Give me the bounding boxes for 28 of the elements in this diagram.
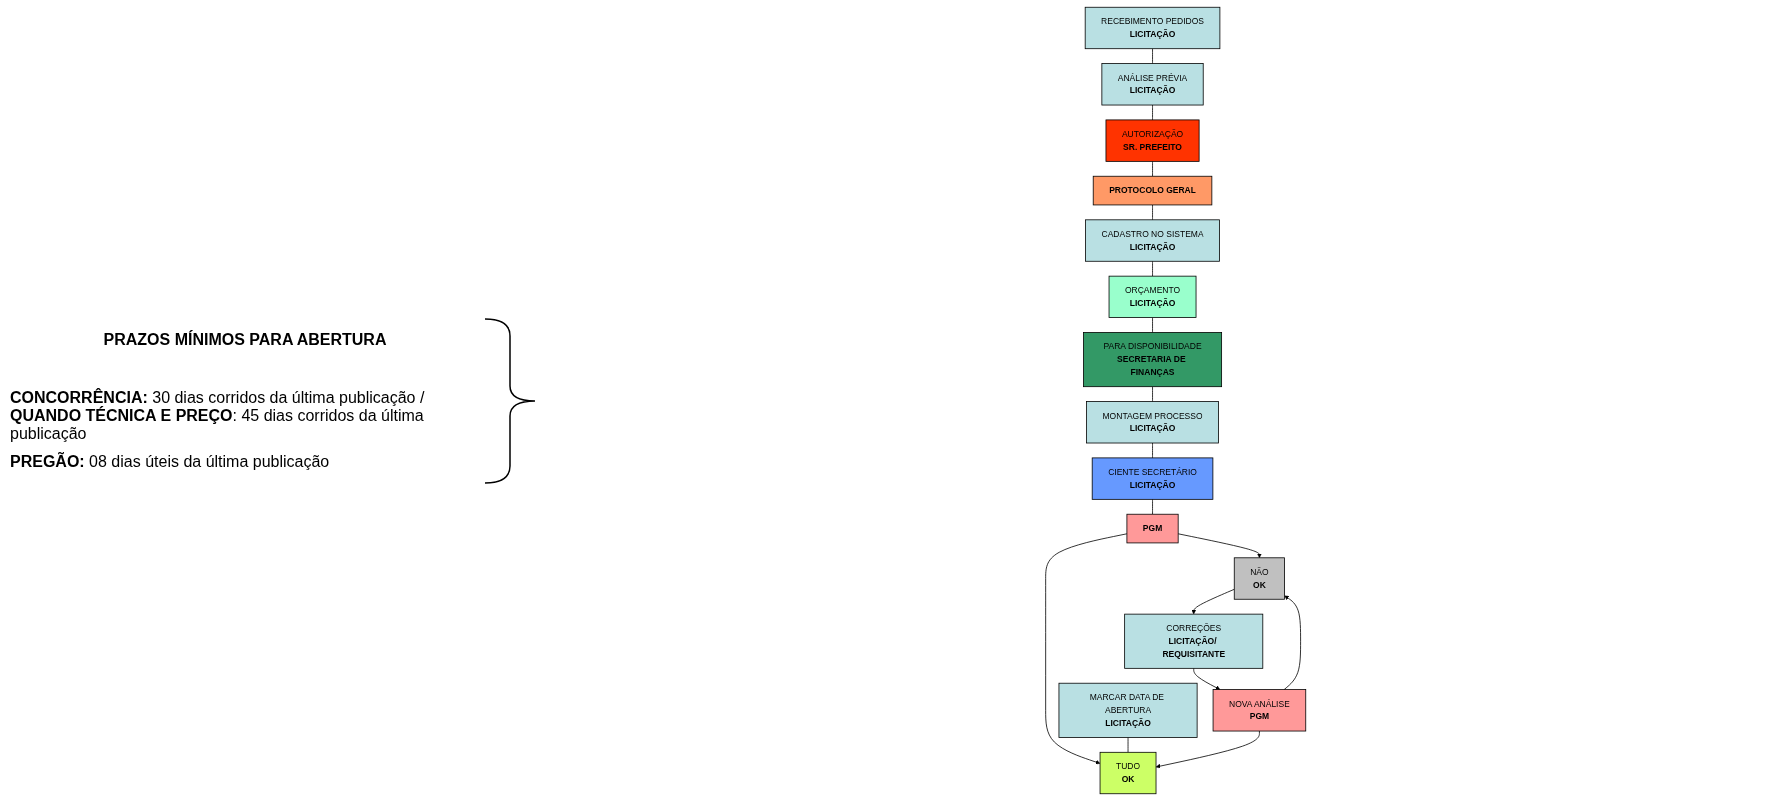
node-box: ANÁLISE PRÉVIA LICITAÇÃO: [1101, 63, 1204, 106]
node-box: PROTOCOLO GERAL: [1093, 175, 1213, 206]
connector: [1152, 204, 1154, 221]
connector: [1152, 386, 1154, 402]
note-heading: PRAZOS MÍNIMOS PARA ABERTURA: [102, 330, 388, 349]
connector: [1152, 260, 1154, 277]
connector: [1152, 104, 1154, 121]
note-text: CONCORRÊNCIA: 30 dias corridos da última publicação / QUANDO TÉCNICA E PREÇO: 45 dias corridos da última publicação: [10, 388, 426, 443]
node-box: NOVA ANÁLISE PGM: [1212, 689, 1307, 732]
connector: [1152, 442, 1154, 459]
node-box: PGM: [1126, 513, 1179, 544]
node-box: MARCAR DATA DE ABERTURA LICITAÇÃO: [1058, 682, 1198, 738]
node-box: NÃO OK: [1234, 557, 1286, 600]
connector: [1152, 498, 1154, 515]
node-box: CADASTRO NO SISTEMA LICITAÇÃO: [1085, 219, 1221, 262]
connector: [1127, 737, 1129, 753]
node-box: MONTAGEM PROCESSO LICITAÇÃO: [1086, 401, 1220, 444]
node-box: ORÇAMENTO LICITAÇÃO: [1108, 275, 1197, 318]
connector: [1152, 317, 1154, 333]
node-box: CORREÇÕES LICITAÇÃO/ REQUISITANTE: [1124, 613, 1264, 669]
connector: [1152, 48, 1154, 64]
node-box: PARA DISPONIBILIDADE SECRETARIA DE FINANÇAS: [1083, 332, 1223, 388]
note-text: PREGÃO: 08 dias úteis da última publicação: [10, 452, 331, 471]
connector: [1152, 160, 1154, 177]
node-box: RECEBIMENTO PEDIDOS LICITAÇÃO: [1085, 6, 1221, 50]
node-box: TUDO OK: [1099, 751, 1157, 795]
node-box: CIENTE SECRETÁRIO LICITAÇÃO: [1092, 457, 1214, 500]
node-box: AUTORIZAÇÃO SR. PREFEITO: [1105, 119, 1200, 162]
